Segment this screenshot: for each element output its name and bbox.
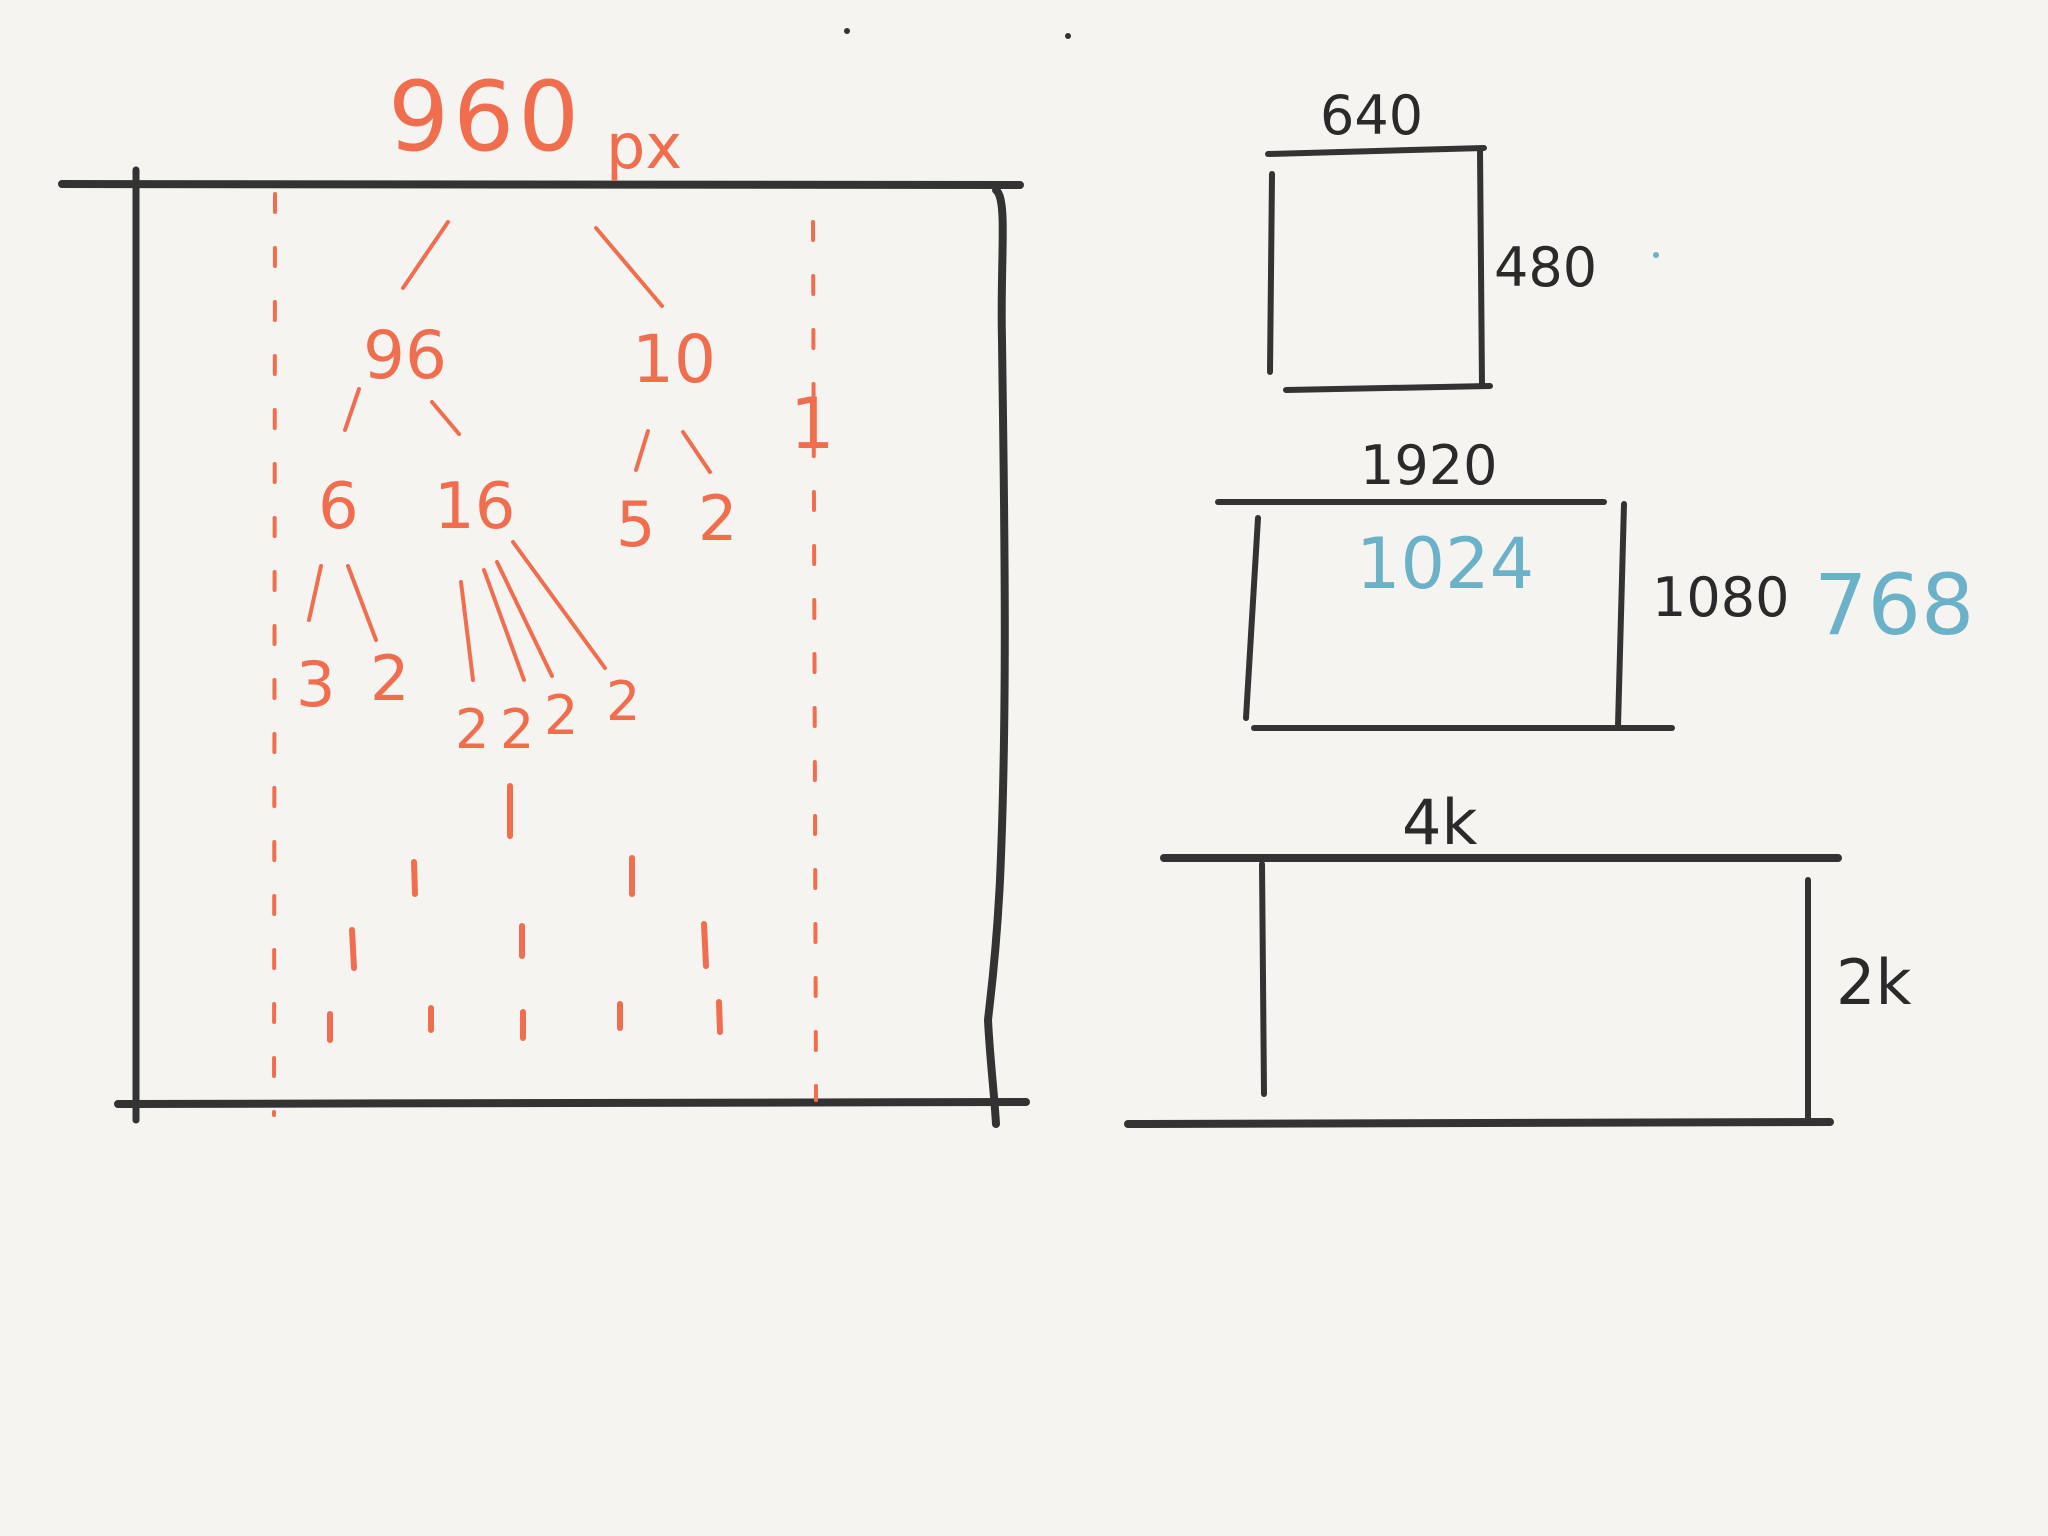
resolution-box-1920 (1215, 499, 1675, 731)
tree-node-2e: 2 (544, 684, 578, 747)
tree-node-2f: 2 (606, 670, 640, 733)
column-guide-left (272, 192, 277, 1117)
column-guide-right (811, 220, 818, 1102)
tree-node-2c: 2 (455, 698, 489, 761)
resolution-640-height: 480 (1494, 236, 1597, 299)
grid-width-label: 960 (388, 61, 583, 173)
tree-node-2b: 2 (370, 642, 409, 715)
tree-branches (307, 220, 712, 682)
tree-node-3: 3 (296, 648, 335, 721)
page-frame (58, 166, 1030, 1128)
tree-node-2d: 2 (500, 698, 534, 761)
grid-ticks (327, 783, 723, 1043)
tree-node-5: 5 (616, 488, 655, 561)
resolution-box-640 (1265, 145, 1493, 393)
frame-bottom-edge (114, 1098, 1030, 1108)
frame-right-edge (984, 186, 1009, 1128)
resolution-4k-width: 4k (1402, 786, 1477, 859)
resolution-box-4k (1124, 854, 1842, 1128)
tree-node-6: 6 (318, 470, 359, 544)
resolution-640-width: 640 (1320, 84, 1423, 147)
stray-dot-blue (1653, 252, 1659, 258)
resolution-2k-height: 2k (1836, 946, 1911, 1019)
stray-dot (1065, 33, 1071, 39)
stray-dot (844, 28, 850, 34)
resolution-768-height: 768 (1814, 556, 1974, 654)
tree-node-96: 96 (363, 317, 447, 394)
tree-node-16: 16 (434, 470, 515, 544)
resolution-1080-height: 1080 (1652, 566, 1789, 629)
tree-node-10: 10 (632, 321, 716, 398)
resolution-1024-width: 1024 (1356, 523, 1534, 605)
frame-top-edge (58, 180, 1024, 189)
grid-width-unit: px (606, 110, 682, 183)
tree-node-2: 2 (698, 482, 737, 555)
side-mark: 1 (790, 383, 835, 465)
resolution-1920-width: 1920 (1360, 434, 1497, 497)
